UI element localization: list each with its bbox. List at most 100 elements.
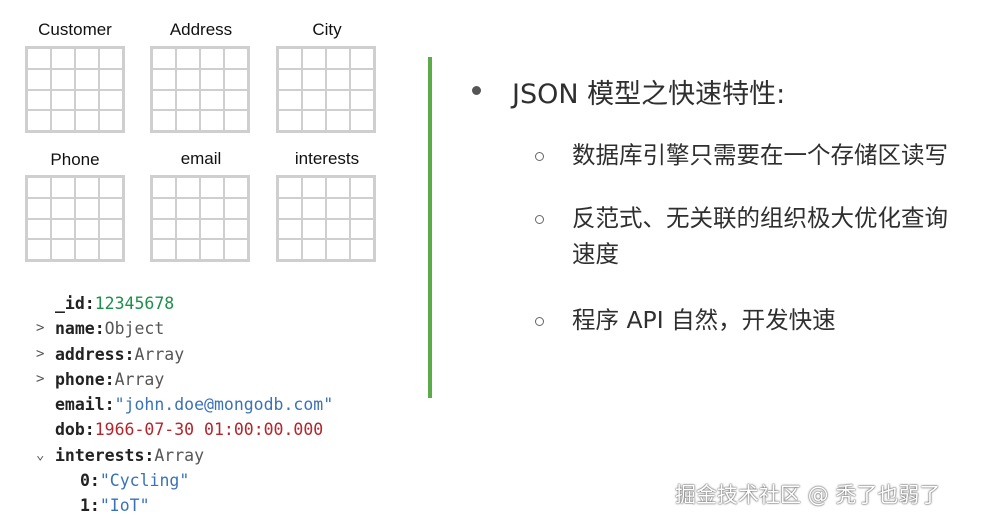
grid-cell — [176, 218, 200, 240]
vertical-divider — [428, 57, 432, 398]
field-phone[interactable]: > phone:Array — [36, 367, 333, 392]
array-item-1: 1:"IoT" — [36, 493, 333, 518]
field-interests[interactable]: ⌄interests:Array — [36, 443, 333, 468]
field-value: "Cycling" — [99, 471, 190, 491]
table-grid-interests — [276, 175, 376, 262]
grid-cell — [350, 197, 374, 219]
grid-cell — [176, 197, 200, 219]
field-value: 12345678 — [94, 294, 175, 313]
grid-cell — [278, 239, 302, 260]
grid-cell — [75, 239, 99, 260]
grid-cell — [278, 89, 302, 111]
chevron-right-icon[interactable]: > — [36, 345, 45, 362]
grid-cell — [326, 68, 350, 90]
table-grid-phone — [25, 175, 125, 262]
grid-cell — [176, 68, 200, 90]
chevron-down-icon[interactable]: ⌄ — [36, 446, 45, 463]
grid-cell — [302, 177, 326, 198]
grid-cell — [75, 48, 99, 69]
grid-cell — [302, 68, 326, 90]
grid-cell — [27, 177, 51, 198]
grid-cell — [27, 110, 51, 131]
grid-cell — [99, 89, 123, 111]
grid-cell — [152, 218, 176, 240]
field-address[interactable]: >address:Array — [36, 342, 333, 367]
grid-cell — [302, 89, 326, 111]
sub-bullet-icon — [535, 152, 544, 161]
bullet-dot-icon — [472, 86, 481, 95]
grid-cell — [51, 89, 75, 111]
grid-cell — [200, 89, 224, 111]
grid-cell — [75, 177, 99, 198]
field-value: Array — [114, 369, 165, 389]
grid-cell — [278, 110, 302, 131]
grid-cell — [99, 197, 123, 219]
grid-cell — [152, 110, 176, 131]
grid-cell — [278, 197, 302, 219]
table-label-phone: Phone — [50, 150, 100, 169]
table-grid-email — [150, 175, 250, 262]
field-email: email:"john.doe@mongodb.com" — [36, 392, 333, 417]
grid-cell — [278, 48, 302, 69]
grid-cell — [99, 110, 123, 131]
grid-cell — [224, 197, 248, 219]
grid-cell — [152, 197, 176, 219]
sub-bullet-icon — [535, 215, 544, 224]
grid-cell — [51, 110, 75, 131]
field-value: 1966-07-30 01:00:00.000 — [94, 420, 324, 440]
grid-cell — [99, 68, 123, 90]
grid-cell — [152, 177, 176, 198]
grid-cell — [51, 48, 75, 69]
array-item-0: 0:"Cycling" — [36, 468, 333, 493]
field-dob: dob:1966-07-30 01:00:00.000 — [36, 417, 333, 442]
grid-cell — [51, 197, 75, 219]
field-key: phone: — [55, 369, 115, 389]
field-key: email: — [55, 395, 115, 415]
sub-point-3: 程序 API 自然，开发快速 — [572, 306, 836, 334]
grid-cell — [200, 177, 224, 198]
grid-cell — [302, 218, 326, 240]
chevron-right-icon[interactable]: > — [36, 370, 45, 387]
grid-cell — [176, 239, 200, 260]
grid-cell — [27, 48, 51, 69]
grid-cell — [200, 197, 224, 219]
field-key: address: — [55, 344, 135, 364]
grid-cell — [326, 218, 350, 240]
field-name[interactable]: > name:Object — [36, 316, 333, 341]
grid-cell — [27, 68, 51, 90]
slide-heading: JSON 模型之快速特性: — [512, 79, 786, 110]
field-value: Array — [154, 445, 205, 465]
grid-cell — [152, 68, 176, 90]
grid-cell — [302, 110, 326, 131]
grid-cell — [278, 68, 302, 90]
grid-cell — [176, 48, 200, 69]
grid-cell — [75, 89, 99, 111]
grid-cell — [224, 89, 248, 111]
field-value: "john.doe@mongodb.com" — [114, 395, 334, 415]
field-key: 0: — [80, 471, 100, 491]
grid-cell — [27, 218, 51, 240]
grid-cell — [326, 110, 350, 131]
table-label-address: Address — [169, 20, 233, 39]
grid-cell — [51, 177, 75, 198]
grid-cell — [326, 177, 350, 198]
field-key: _id: — [55, 294, 95, 313]
watermark: 掘金技术社区 @ 秃了也弱了 — [675, 483, 941, 507]
field-key: name: — [55, 319, 105, 339]
table-label-email: email — [180, 149, 222, 168]
json-document: _id:12345678 > name:Object > address: Array… — [36, 291, 333, 519]
grid-cell — [51, 68, 75, 90]
sub-bullet-icon — [535, 317, 544, 326]
grid-cell — [176, 110, 200, 131]
table-label-city: City — [312, 20, 342, 39]
grid-cell — [350, 239, 374, 260]
grid-cell — [99, 48, 123, 69]
table-label-customer: Customer — [38, 20, 112, 39]
grid-cell — [302, 239, 326, 260]
grid-cell — [326, 48, 350, 69]
grid-cell — [302, 197, 326, 219]
grid-cell — [224, 177, 248, 198]
chevron-right-icon[interactable]: > — [36, 320, 45, 337]
field-value: Object — [104, 319, 165, 339]
grid-cell — [51, 239, 75, 260]
